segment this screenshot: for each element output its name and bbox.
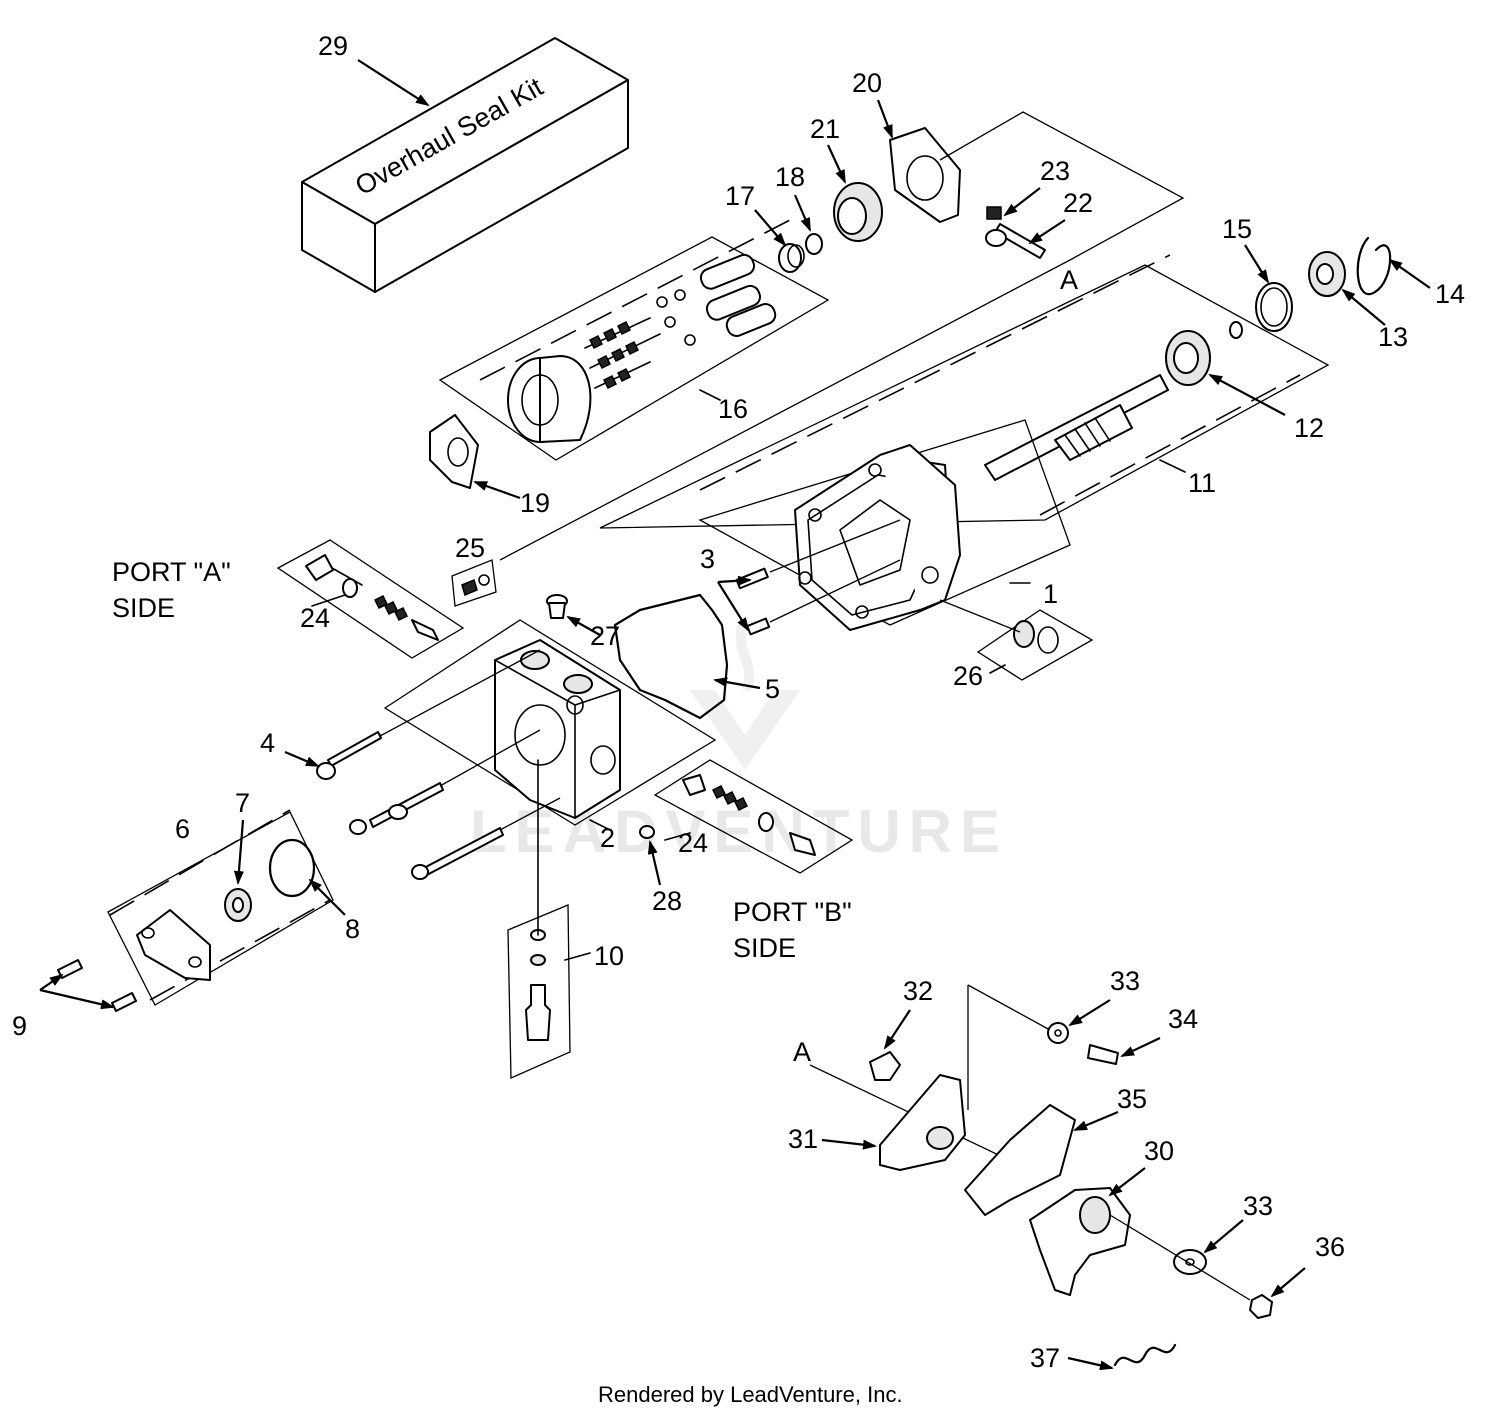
callout-19: 19 [520, 488, 550, 518]
bolts [316, 649, 655, 880]
callout-1: 1 [1043, 579, 1058, 609]
callout-34: 34 [1168, 1004, 1198, 1034]
housing-1 [698, 419, 1071, 631]
center-section-2 [383, 619, 717, 826]
callout-37: 37 [1030, 1343, 1060, 1373]
control-shaft-22 [985, 206, 1046, 259]
callout-numbers: 29 20 21 18 17 23 22 A 15 14 13 12 11 16… [12, 31, 1465, 1373]
callout-17: 17 [725, 181, 755, 211]
check-valve-24-b [653, 759, 854, 874]
callout-11: 11 [1188, 468, 1216, 498]
callout-28: 28 [652, 886, 682, 916]
callout-14: 14 [1435, 279, 1465, 309]
watermark-logo [690, 617, 800, 770]
callout-20: 20 [852, 68, 882, 98]
callout-26: 26 [953, 661, 983, 691]
part-25-card [451, 559, 497, 607]
callout-36: 36 [1315, 1232, 1345, 1262]
control-arm-assembly [809, 984, 1273, 1367]
callout-6: 6 [175, 814, 190, 844]
callout-24-a: 24 [300, 603, 330, 633]
bearing-parts-top [778, 127, 961, 273]
callout-32: 32 [903, 976, 933, 1006]
callout-4: 4 [260, 728, 275, 758]
callout-33-b: 33 [1243, 1191, 1273, 1221]
callout-9: 9 [12, 1011, 27, 1041]
callout-10: 10 [594, 941, 624, 971]
callout-35: 35 [1117, 1084, 1147, 1114]
port-b-label-line1: PORT "B" [733, 897, 852, 927]
callout-15: 15 [1222, 214, 1252, 244]
seal-26 [939, 599, 1094, 681]
callout-25: 25 [455, 533, 485, 563]
gasket-5 [613, 593, 729, 720]
callout-27: 27 [590, 621, 620, 651]
callout-8: 8 [345, 914, 360, 944]
input-shaft-11 [599, 236, 1392, 529]
callout-leaders [39, 59, 1431, 1371]
piston-group-16 [438, 219, 830, 461]
callout-31: 31 [788, 1124, 818, 1154]
callout-7: 7 [235, 788, 250, 818]
callout-16: 16 [718, 394, 748, 424]
callout-12: 12 [1294, 413, 1324, 443]
callout-13: 13 [1378, 322, 1408, 352]
port-a-label-line1: PORT "A" [112, 557, 231, 587]
callout-3: 3 [700, 544, 715, 574]
ref-a-bottom: A [793, 1037, 811, 1067]
callout-24-b: 24 [678, 828, 708, 858]
port-a-label-line2: SIDE [112, 593, 175, 623]
plug-27 [546, 594, 568, 619]
callout-30: 30 [1144, 1136, 1174, 1166]
overhaul-seal-kit-box: Overhaul Seal Kit [301, 37, 629, 293]
port-b-label-line2: SIDE [733, 933, 796, 963]
callout-5: 5 [765, 674, 780, 704]
swashplate-19 [429, 414, 479, 489]
callout-23: 23 [1040, 156, 1070, 186]
callout-22: 22 [1063, 188, 1093, 218]
charge-pump-6 [57, 809, 334, 1012]
callout-18: 18 [775, 162, 805, 192]
ref-a-top: A [1060, 265, 1078, 295]
callout-21: 21 [810, 114, 840, 144]
callout-2: 2 [600, 823, 615, 853]
bypass-valve-10 [507, 759, 571, 1079]
check-valve-24-a [276, 539, 465, 659]
callout-33-a: 33 [1110, 966, 1140, 996]
callout-29: 29 [318, 31, 348, 61]
footer-credit: Rendered by LeadVenture, Inc. [598, 1382, 903, 1407]
